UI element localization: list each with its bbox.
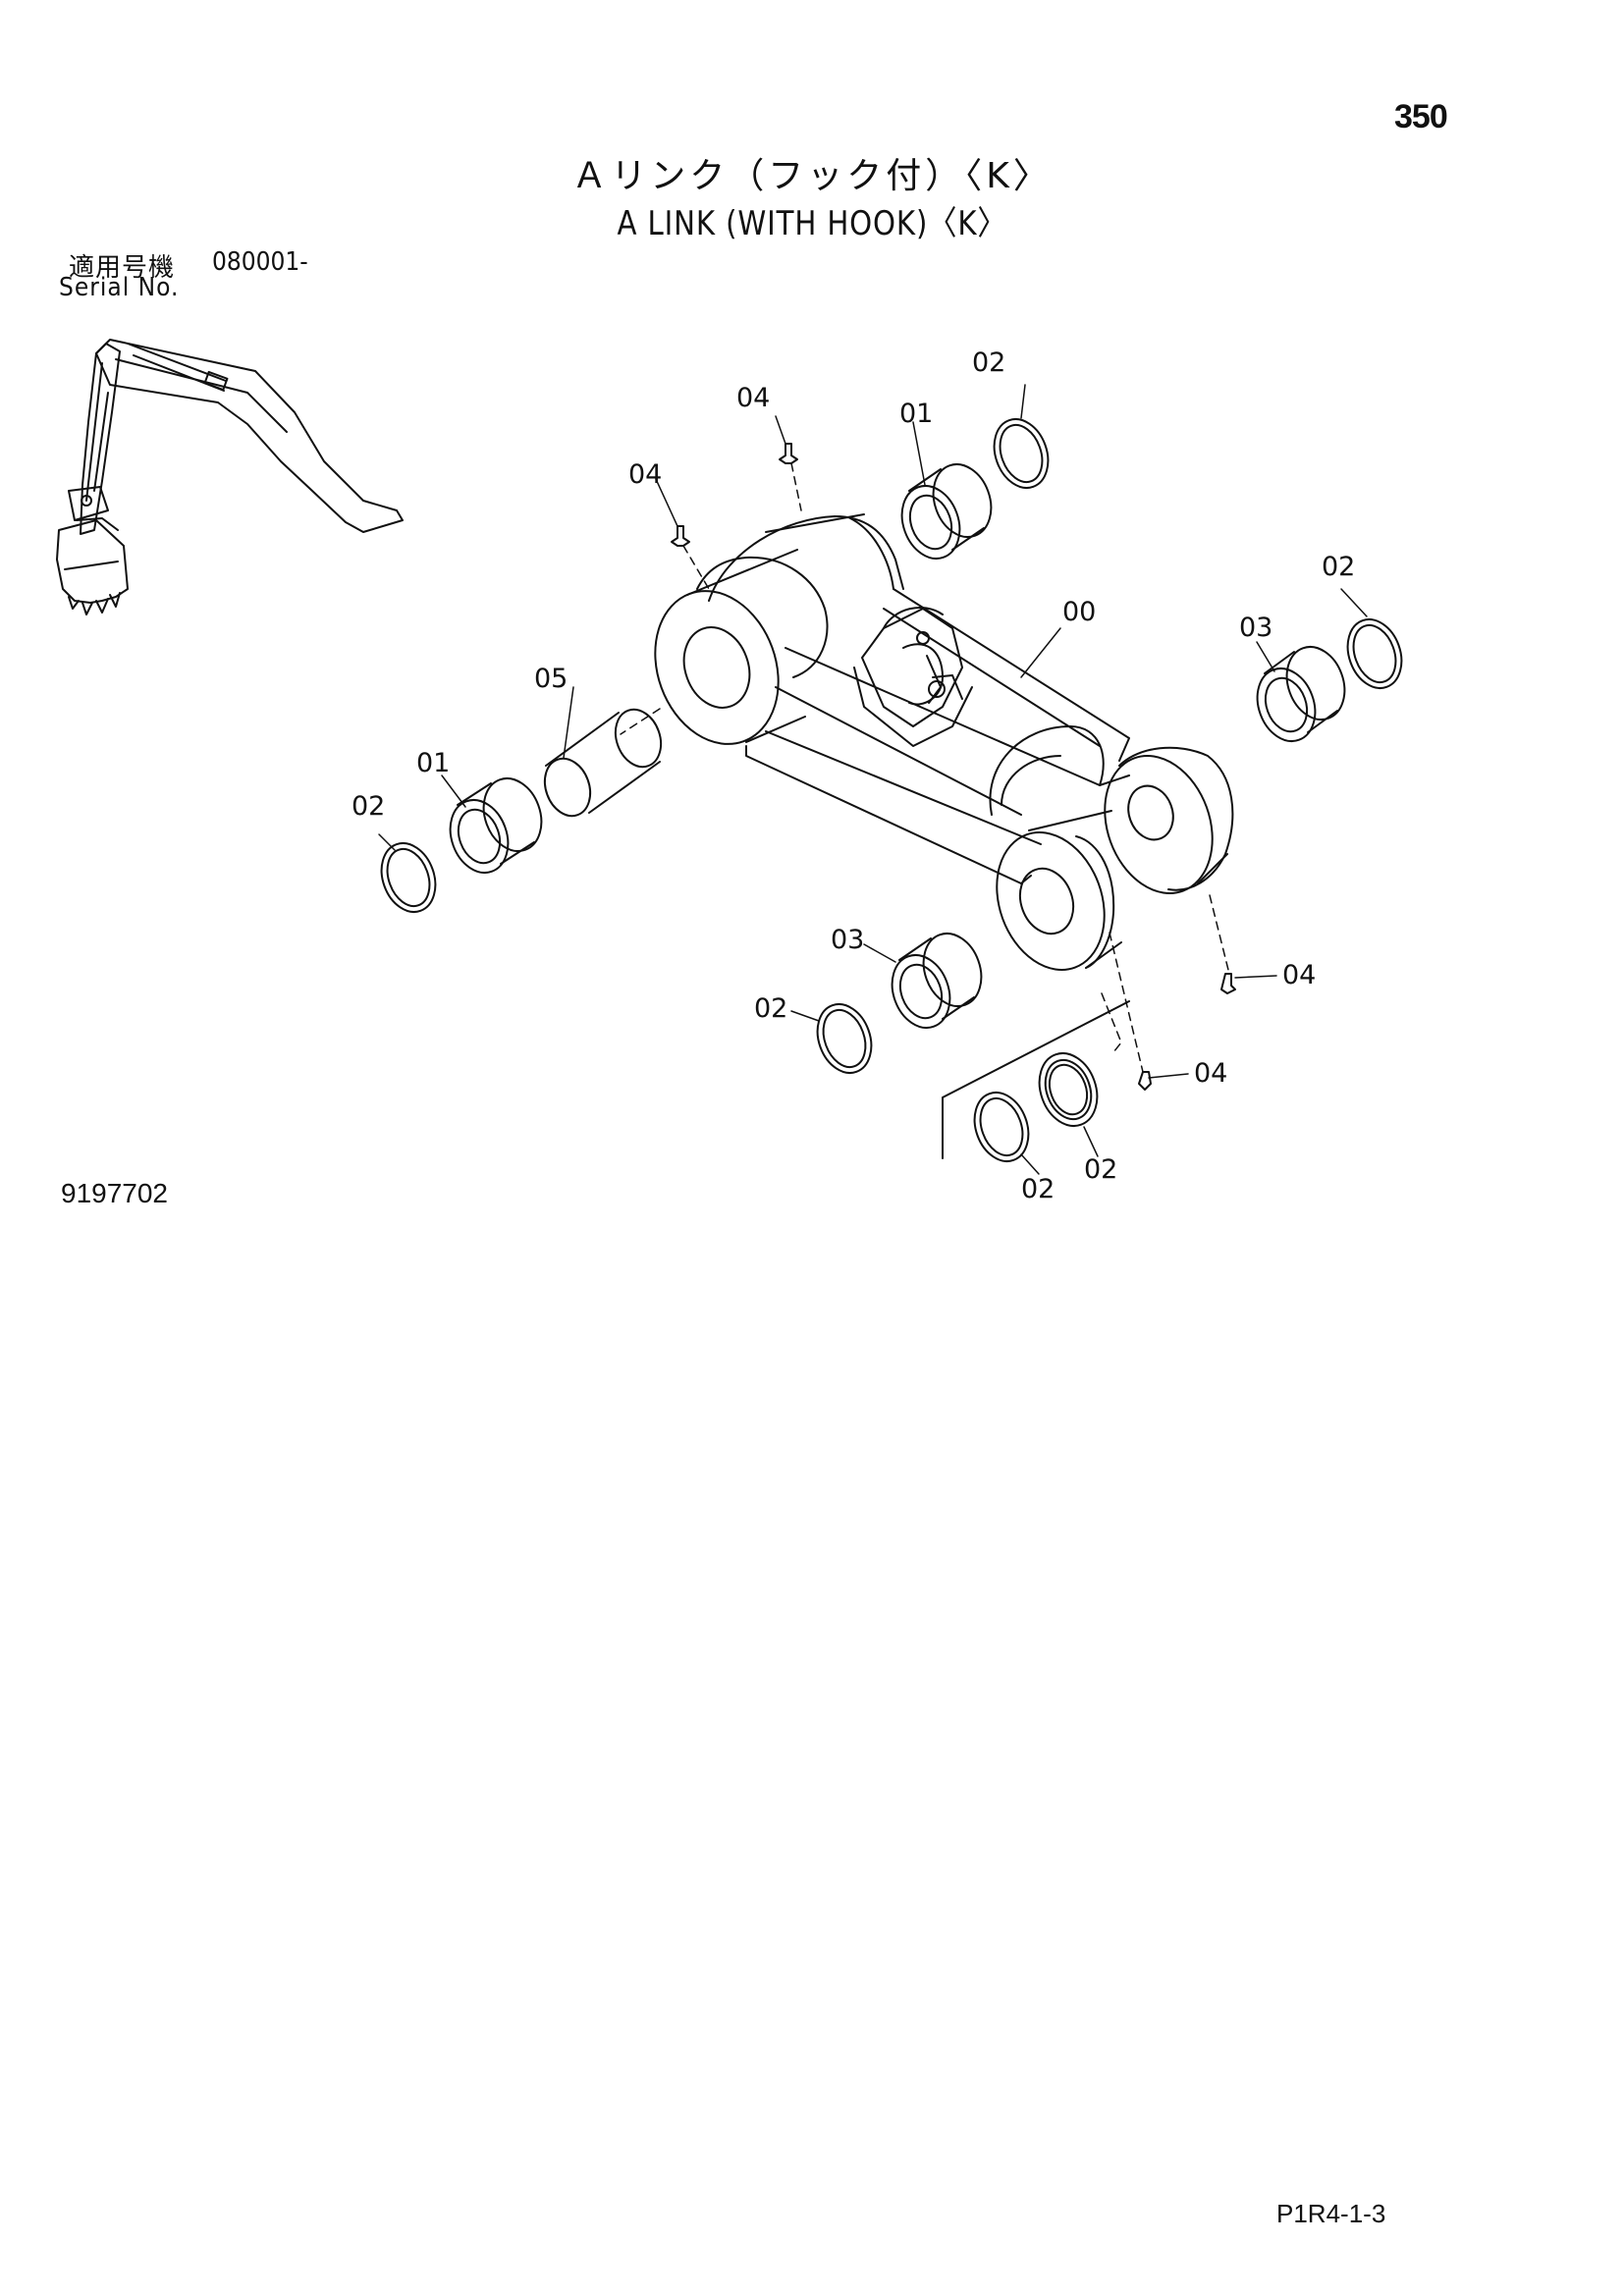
callout-02-left: 02 — [352, 791, 385, 822]
part-02-seal-lower — [816, 1003, 873, 1074]
serial-number-value: 080001- — [212, 247, 308, 277]
callout-02-right: 02 — [1322, 552, 1355, 582]
page-number: 350 — [1394, 98, 1448, 135]
callout-03-right: 03 — [1239, 613, 1272, 643]
callout-02-top: 02 — [972, 347, 1005, 378]
callout-labels: 02 01 04 04 00 02 03 05 01 02 04 03 04 0… — [352, 347, 1355, 1204]
callout-02-bottom-left: 02 — [1021, 1174, 1055, 1204]
part-02-seal-bottom-pair — [942, 1000, 1130, 1162]
callout-01-left: 01 — [416, 748, 450, 778]
a-link-frame — [654, 513, 1234, 971]
callout-04-left: 04 — [628, 459, 662, 490]
callout-04-bottom: 04 — [1194, 1058, 1227, 1089]
callout-01-top: 01 — [899, 399, 933, 429]
part-02-seal-right — [1346, 618, 1403, 689]
title-english: A LINK (WITH HOOK)〈K〉 — [617, 204, 1007, 243]
callout-04-top: 04 — [736, 383, 770, 413]
serial-label-japanese: 適用号機 — [69, 253, 176, 283]
callout-03-lower: 03 — [831, 925, 864, 955]
drawing-number: 9197702 — [61, 1178, 169, 1208]
callout-00: 00 — [1062, 597, 1096, 627]
parts-exploded-diagram: 02 01 04 04 00 02 03 05 01 02 04 03 04 0… — [56, 339, 1403, 1204]
part-01-bushing-left — [449, 777, 543, 874]
part-02-seal-left — [380, 842, 437, 913]
callout-04-right: 04 — [1282, 960, 1316, 990]
part-05-sleeve — [543, 708, 663, 818]
page-code: P1R4-1-3 — [1276, 2199, 1386, 2228]
title-japanese: Ａリンク（フック付）〈K〉 — [571, 156, 1053, 196]
part-01-bushing-top — [900, 463, 993, 560]
callout-02-lower: 02 — [754, 993, 787, 1024]
part-03-bushing-right — [1256, 646, 1346, 742]
callout-05: 05 — [534, 664, 568, 694]
leader-lines — [378, 384, 1368, 1175]
part-02-seal-top — [993, 418, 1050, 489]
excavator-location-thumbnail — [56, 339, 404, 615]
part-03-bushing-lower — [891, 933, 983, 1029]
serial-label-english: Serial No. — [59, 273, 180, 302]
callout-02-bottom-right: 02 — [1084, 1154, 1117, 1185]
